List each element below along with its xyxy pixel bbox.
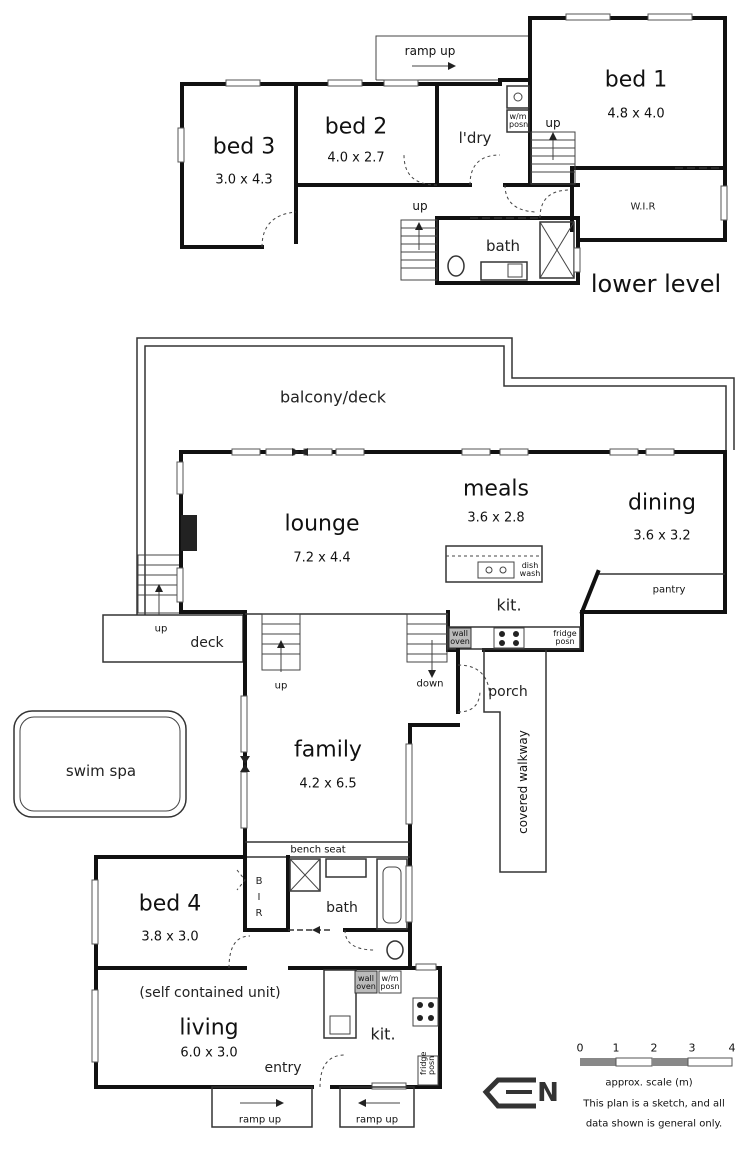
main-oven-label: wall oven <box>450 629 470 646</box>
dining-dims: 3.6 x 3.2 <box>633 528 691 544</box>
scale-tick-4: 4 <box>728 1041 736 1055</box>
lower-bath-label: bath <box>485 237 521 255</box>
unit-oven-label: wall oven <box>356 974 376 991</box>
disclaimer-line-1: This plan is a sketch, and all <box>583 1098 725 1110</box>
unit-walls <box>94 855 314 1089</box>
lounge-dims: 7.2 x 4.4 <box>293 550 351 566</box>
scale-tick-1: 1 <box>612 1041 620 1055</box>
main-stair-up <box>261 613 301 672</box>
bed3-name: bed 3 <box>212 134 276 160</box>
scale-tick-3: 3 <box>688 1041 696 1055</box>
unit-fridge-label: fridge posn <box>419 1051 436 1075</box>
unit-kit-label: kit. <box>370 1024 396 1044</box>
porch-label: porch <box>488 684 528 700</box>
unit-wm-label: w/m posn <box>380 974 400 991</box>
deck-stair <box>137 554 181 615</box>
north-arrow-icon <box>482 1077 536 1109</box>
lower-stair-left <box>400 219 438 281</box>
bed4-dims: 3.8 x 3.0 <box>141 929 199 945</box>
swim-spa-outline <box>13 710 187 818</box>
lower-ramp-label: ramp up <box>404 44 456 58</box>
bed4-name: bed 4 <box>138 891 202 917</box>
swim-spa-label: swim spa <box>65 762 137 780</box>
laundry-label: l'dry <box>458 129 492 147</box>
lower-up-right: up <box>545 116 561 130</box>
balcony-label: balcony/deck <box>279 387 387 407</box>
bed3-walls <box>180 82 298 249</box>
bir-label: B I R <box>255 876 263 919</box>
lower-level-title: lower level <box>590 270 722 298</box>
ramp-left <box>211 1086 313 1128</box>
living-dims: 6.0 x 3.0 <box>180 1045 238 1061</box>
dishwash-label: dish wash <box>519 561 541 578</box>
balcony-outline <box>136 337 735 615</box>
meals-dims: 3.6 x 2.8 <box>467 510 525 526</box>
lower-stair-right <box>530 131 576 185</box>
pantry-label: pantry <box>652 584 686 596</box>
covered-walkway <box>483 650 547 873</box>
fireplace <box>181 515 197 551</box>
bed1-dims: 4.8 x 4.0 <box>607 106 665 122</box>
main-stair-down <box>406 613 448 678</box>
down-label: down <box>416 678 444 690</box>
lounge-name: lounge <box>284 511 360 537</box>
living-name: living <box>179 1015 239 1041</box>
entry-label: entry <box>264 1060 302 1076</box>
unit-bath-label: bath <box>326 900 358 916</box>
wir-label: W.I.R <box>630 201 656 213</box>
meals-name: meals <box>462 476 530 502</box>
bed2-dims: 4.0 x 2.7 <box>327 150 385 166</box>
main-fridge-label: fridge posn <box>553 629 577 646</box>
deck-label: deck <box>190 635 224 651</box>
ramp-right <box>339 1086 415 1128</box>
disclaimer-line-2: data shown is general only. <box>585 1118 723 1130</box>
bench-seat-label: bench seat <box>290 844 346 856</box>
lower-ramp <box>375 35 530 81</box>
scale-tick-2: 2 <box>650 1041 658 1055</box>
bed2-name: bed 2 <box>324 114 388 140</box>
family-dims: 4.2 x 6.5 <box>299 776 357 792</box>
self-contained-label: (self contained unit) <box>139 985 281 1001</box>
north-letter: N <box>537 1078 559 1108</box>
lower-wm-label: w/m posn <box>509 112 529 129</box>
bed1-name: bed 1 <box>604 67 668 93</box>
ramp-left-label: ramp up <box>238 1114 282 1126</box>
laundry-walls <box>435 78 532 187</box>
covered-walkway-label: covered walkway <box>516 730 530 834</box>
family-name: family <box>294 737 362 763</box>
scale-bar <box>580 1057 733 1067</box>
gf-label: g/f <box>197 527 207 539</box>
bed2-walls <box>294 82 439 187</box>
bed3-dims: 3.0 x 4.3 <box>215 172 273 188</box>
dining-name: dining <box>627 490 697 516</box>
ramp-right-label: ramp up <box>355 1114 399 1126</box>
lower-up-left: up <box>412 199 428 213</box>
scale-tick-0: 0 <box>576 1041 584 1055</box>
main-up-label: up <box>274 680 288 692</box>
kitchen-island <box>445 545 543 583</box>
main-walls <box>179 450 727 652</box>
deck-up-label: up <box>154 623 168 635</box>
scale-caption: approx. scale (m) <box>605 1077 693 1089</box>
main-kit-label: kit. <box>496 595 522 615</box>
